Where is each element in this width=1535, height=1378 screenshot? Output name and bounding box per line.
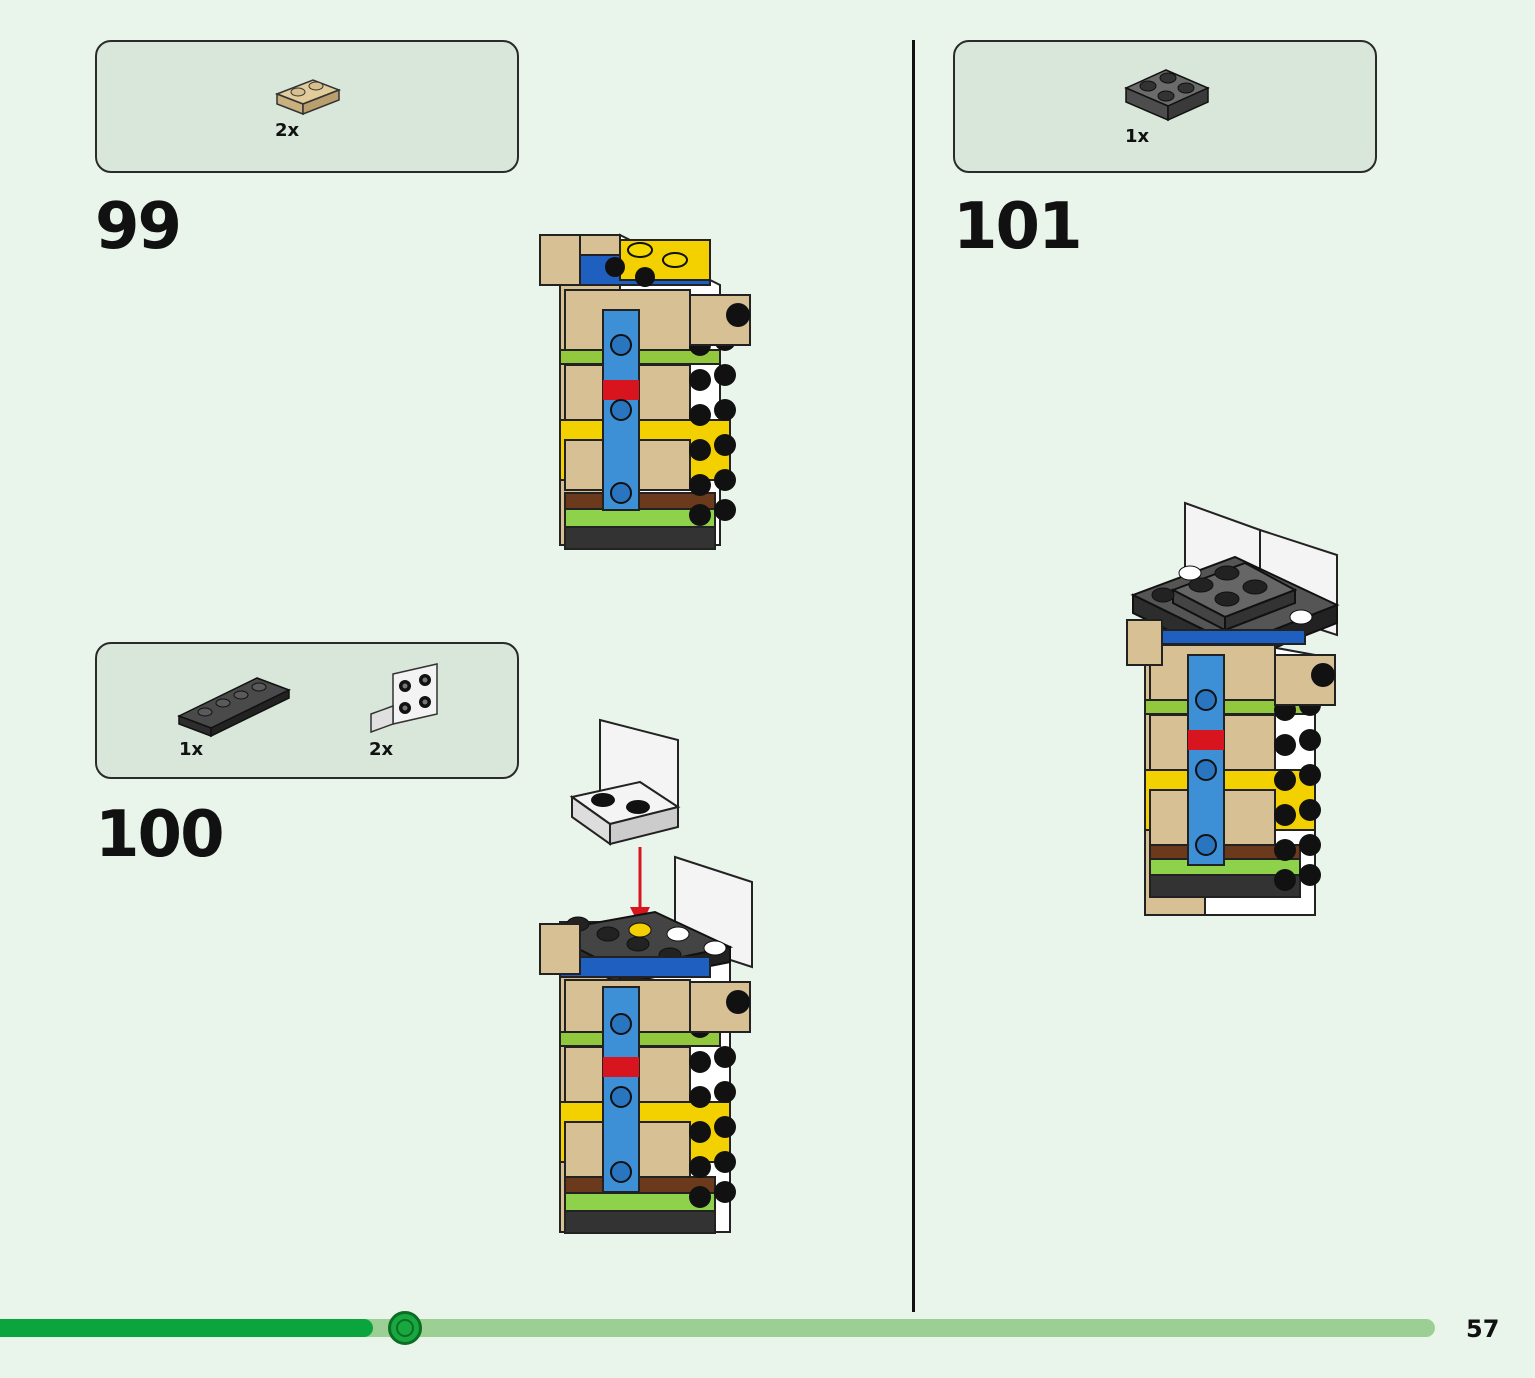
step-number: 99	[95, 190, 182, 264]
part-quantity: 1x	[179, 739, 204, 760]
parts-box-step-101: 1x	[953, 40, 1377, 173]
progress-fill	[0, 1319, 373, 1337]
part-quantity: 1x	[1125, 126, 1150, 147]
tan-plate-1x2-icon	[274, 79, 342, 116]
step-100-model-illustration	[539, 718, 753, 1234]
step-99-model-illustration	[539, 233, 751, 550]
progress-indicator	[388, 1311, 422, 1345]
white-bracket-icon	[370, 663, 438, 734]
page-number: 57	[1466, 1315, 1500, 1343]
column-divider	[912, 40, 915, 1312]
dark-gray-plate-2x2-icon	[1124, 69, 1210, 122]
parts-box-step-99: 2x	[95, 40, 519, 173]
part-quantity: 2x	[369, 739, 394, 760]
step-number: 101	[953, 190, 1083, 264]
parts-box-step-100: 1x 2x	[95, 642, 519, 779]
step-number: 100	[95, 798, 225, 872]
part-quantity: 2x	[275, 120, 300, 141]
dark-gray-plate-1x4-icon	[177, 677, 291, 738]
step-101-model-illustration	[1126, 501, 1340, 916]
